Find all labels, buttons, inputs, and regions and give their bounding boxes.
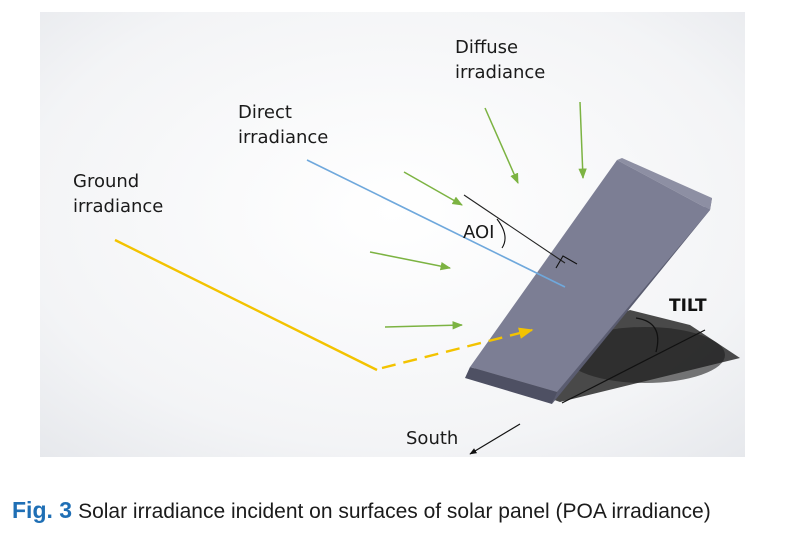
direct-label-line1: Direct (238, 102, 292, 123)
caption-text: Solar irradiance incident on surfaces of… (78, 500, 711, 523)
direct-label-line2: irradiance (238, 127, 328, 148)
south-label: South (406, 428, 458, 449)
aoi-angle-arc (496, 218, 506, 249)
panel-normal-line (463, 194, 566, 264)
diffuse-label-line2: irradiance (455, 62, 545, 83)
ground-reflected-ray (381, 327, 534, 370)
direct-irradiance-ray (306, 159, 566, 288)
diffuse-arrow-3 (403, 171, 463, 206)
diffuse-label-line1: Diffuse (455, 37, 518, 58)
tilt-angle-arc (635, 317, 659, 353)
south-direction-arrow (469, 423, 521, 455)
ground-irradiance-ray (114, 238, 378, 372)
aoi-label: AOI (463, 222, 494, 243)
diffuse-arrow-2 (578, 101, 587, 180)
ground-label-line1: Ground (73, 171, 139, 192)
ground-label-line2: irradiance (73, 196, 163, 217)
diffuse-arrow-5 (384, 321, 464, 330)
tilt-label: TILT (669, 296, 707, 316)
panel-shadow-soft (565, 327, 725, 383)
figure-number: Fig. 3 (12, 497, 73, 523)
ground-axis-line (561, 329, 706, 404)
diffuse-arrow-1 (484, 107, 519, 184)
solar-panel-top-edge (617, 158, 712, 210)
right-angle-marker (555, 255, 578, 269)
solar-panel-side (465, 367, 557, 404)
diffuse-arrow-4 (369, 251, 452, 271)
